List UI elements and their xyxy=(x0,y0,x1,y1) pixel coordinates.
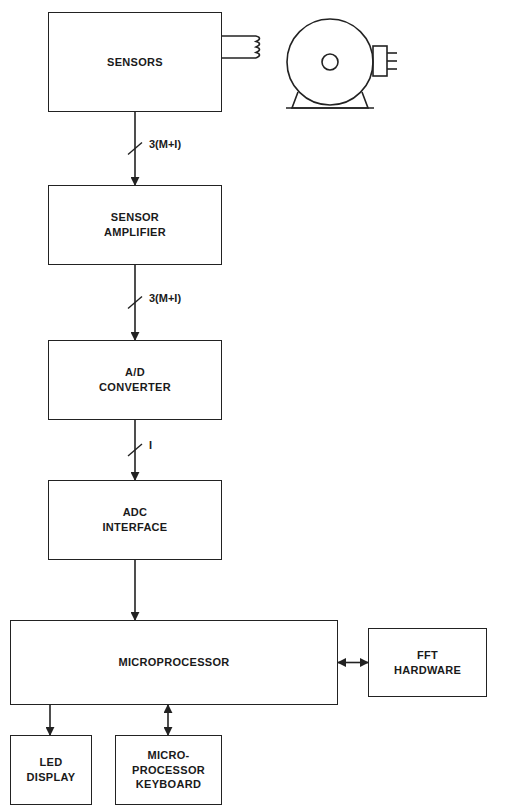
process-box: MICRO-PROCESSOR KEYBOARD xyxy=(115,735,222,805)
connector-arrow xyxy=(50,705,51,735)
box-label: MICRO-PROCESSOR KEYBOARD xyxy=(124,748,214,793)
connector-arrow xyxy=(168,705,169,735)
box-label: SENSORS xyxy=(107,55,163,70)
process-box: ADC INTERFACE xyxy=(48,480,222,560)
box-label: MICROPROCESSOR xyxy=(118,655,229,670)
connector-arrow xyxy=(128,265,142,340)
process-box: A/D CONVERTER xyxy=(48,340,222,420)
motor-drawing xyxy=(222,19,397,108)
box-label: LED DISPLAY xyxy=(21,755,81,785)
box-label: FFT HARDWARE xyxy=(393,648,463,678)
bus-width-label: 3(M+I) xyxy=(147,292,183,304)
process-box: MICROPROCESSOR xyxy=(10,620,338,705)
process-box: LED DISPLAY xyxy=(10,735,92,805)
process-box: SENSOR AMPLIFIER xyxy=(48,185,222,265)
box-label: ADC INTERFACE xyxy=(95,505,175,535)
bus-width-label: I xyxy=(147,439,154,451)
connector-arrow xyxy=(128,420,142,480)
box-label: SENSOR AMPLIFIER xyxy=(90,210,180,240)
connector-arrow xyxy=(128,112,142,185)
connector-arrow xyxy=(338,662,368,663)
box-label: A/D CONVERTER xyxy=(90,365,180,395)
process-box: SENSORS xyxy=(48,12,222,112)
process-box: FFT HARDWARE xyxy=(368,628,487,697)
bus-width-label: 3(M+I) xyxy=(147,138,183,150)
connector-arrow xyxy=(135,560,136,620)
